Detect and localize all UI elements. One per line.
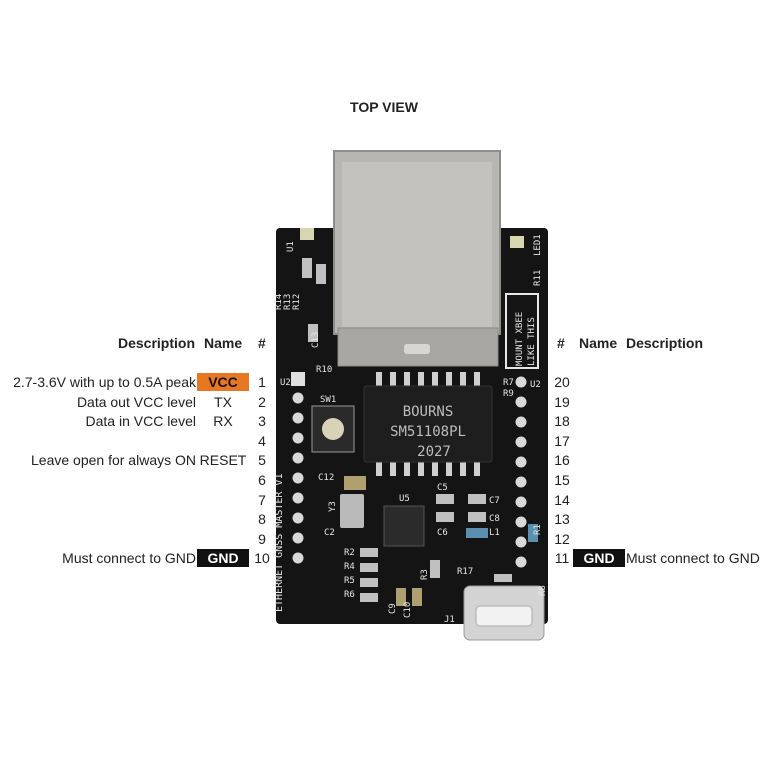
chip-code: 2027 <box>417 444 451 460</box>
ethernet-shield-face <box>342 162 492 327</box>
magnetics-chip-pins <box>376 372 480 476</box>
silk-r13: R13 <box>283 294 293 310</box>
header-right-num: # <box>557 335 565 351</box>
header-left-name: Name <box>204 335 243 351</box>
pin-name: RX <box>213 413 233 430</box>
pin-number: 17 <box>554 432 570 449</box>
silk-y3: Y3 <box>328 501 338 512</box>
pin-number: 6 <box>258 472 266 488</box>
crystal <box>340 494 364 528</box>
diagram-title: TOP VIEW <box>350 99 418 115</box>
silk-l1: L1 <box>489 528 500 538</box>
silk-r1: R1 <box>533 524 543 535</box>
silk-u2-right: U2 <box>530 380 541 390</box>
silk-r4: R4 <box>344 562 355 572</box>
silk-r5: R5 <box>344 576 355 586</box>
pin-description: Data in VCC level <box>85 413 197 430</box>
chip-brand: BOURNS <box>403 404 454 420</box>
silk-c8: C8 <box>489 514 500 524</box>
left-header-pads <box>291 372 305 564</box>
u1-part <box>300 228 314 240</box>
silk-r11: R11 <box>533 270 543 286</box>
silk-r2: R2 <box>344 548 355 558</box>
magnetics-chip <box>363 385 493 463</box>
pin-name: TX <box>214 393 232 410</box>
pin-number: 3 <box>258 413 266 430</box>
pin-name: RESET <box>199 452 247 469</box>
pin-name: GND <box>573 549 625 568</box>
pin-number: 9 <box>258 530 266 547</box>
ethernet-controller <box>383 505 425 547</box>
reset-button-cap <box>322 418 344 440</box>
silk-u2-left: U2 <box>280 378 291 388</box>
silk-c6: C6 <box>437 528 448 538</box>
pin-number: 1 <box>258 374 266 390</box>
pin-number: 20 <box>554 374 570 390</box>
header-right-name: Name <box>579 335 618 351</box>
pin-number: 8 <box>258 511 266 528</box>
silk-sw1: SW1 <box>320 395 336 405</box>
pin-description: Must connect to GND <box>626 550 760 567</box>
pin-number: 10 <box>254 550 270 567</box>
header-left-description: Description <box>118 335 196 351</box>
silk-r6: R6 <box>344 590 355 600</box>
silk-r8: R8 <box>538 585 548 596</box>
silk-xbee-text-1: MOUNT XBEE <box>515 312 525 366</box>
silk-j1: J1 <box>444 615 455 625</box>
pin-number: 5 <box>258 452 266 469</box>
silk-side-text: ETHERNET GNSS MASTER V1 <box>274 474 285 612</box>
right-header-pads <box>515 376 527 568</box>
pin-number: 2 <box>258 393 266 410</box>
pin-number: 11 <box>554 550 570 567</box>
pin-number: 4 <box>258 432 266 449</box>
ethernet-tab <box>404 344 430 354</box>
pin-number: 7 <box>258 491 266 508</box>
chip-part: SM51108PL <box>390 424 466 440</box>
silk-r7: R7 <box>503 378 514 388</box>
header-left-num: # <box>258 335 266 351</box>
silk-r10: R10 <box>316 365 332 375</box>
silk-c10: C10 <box>403 602 413 618</box>
silk-u1: U1 <box>286 241 296 252</box>
cap-c12 <box>344 476 366 490</box>
pin-name: VCC <box>197 373 249 391</box>
silk-xbee-text-2: LIKE THIS <box>527 317 537 366</box>
silk-u5: U5 <box>399 494 410 504</box>
pin-number: 16 <box>554 452 570 469</box>
silk-c2: C2 <box>324 528 335 538</box>
led <box>510 236 524 248</box>
silk-r12: R12 <box>292 294 302 310</box>
pin-description: Leave open for always ON <box>31 452 196 469</box>
silk-c7: C7 <box>489 496 500 506</box>
pin-number: 18 <box>554 413 570 430</box>
pin-number: 15 <box>554 472 570 488</box>
silk-c13: C13 <box>311 332 321 348</box>
silk-r3: R3 <box>420 569 430 580</box>
header-right-description: Description <box>626 335 704 351</box>
silk-led1: LED1 <box>533 234 543 256</box>
silk-c9: C9 <box>388 603 398 614</box>
silk-r17: R17 <box>457 567 473 577</box>
pin-description: 2.7-3.6V with up to 0.5A peak <box>13 374 196 390</box>
pin-number: 13 <box>554 511 570 528</box>
pin-number: 12 <box>554 530 570 547</box>
pin-number: 19 <box>554 393 570 410</box>
silk-r14: R14 <box>274 294 284 310</box>
pin-name: GND <box>197 549 249 568</box>
pin-description: Data out VCC level <box>76 393 196 410</box>
silk-c12: C12 <box>318 473 334 483</box>
silk-r9: R9 <box>503 389 514 399</box>
silk-c5: C5 <box>437 483 448 493</box>
pin-number: 14 <box>554 491 570 508</box>
pin-description: Must connect to GND <box>62 550 196 567</box>
